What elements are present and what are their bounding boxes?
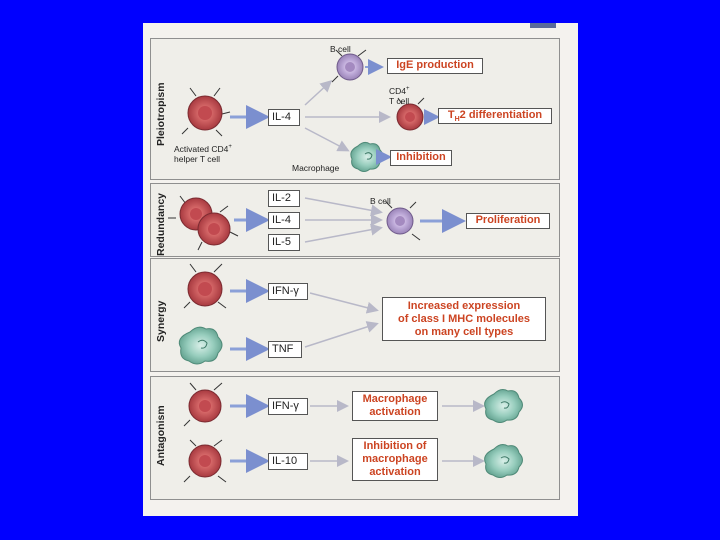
cytokine-il4-pleio: IL-4 [268, 109, 300, 126]
outcome-line-3: on many cell types [414, 326, 514, 338]
cytokine-il4-redundancy: IL-4 [268, 212, 300, 229]
cytokine-tnf: TNF [268, 341, 302, 358]
outcome-proliferation: Proliferation [466, 213, 550, 229]
outcome-inhibition-macrophage-activation: Inhibition of macrophage activation [352, 438, 438, 481]
cytokine-il5: IL-5 [268, 234, 300, 251]
outcome-ige-production: IgE production [387, 58, 483, 74]
outcome-line-2: activation [369, 406, 421, 418]
cytokine-il10: IL-10 [268, 453, 308, 470]
panel-title-redundancy: Redundancy [155, 192, 167, 256]
outcome-line-1: Increased expression [407, 300, 521, 312]
cytokine-ifn-gamma-antagonism: IFN-γ [268, 398, 308, 415]
corner-tab [530, 23, 556, 28]
outcome-line-2: macrophage [362, 453, 428, 465]
panel-title-synergy: Synergy [155, 300, 167, 342]
outcome-line-1: Inhibition of [363, 440, 427, 452]
outcome-line-2: of class I MHC molecules [397, 313, 531, 325]
outcome-increased-mhc-expression: Increased expression of class I MHC mole… [382, 297, 546, 341]
panel-title-pleiotropism: Pleiotropism [155, 82, 167, 146]
outcome-th2-differentiation: TH2 differentiation [438, 108, 552, 124]
cytokine-ifn-gamma-synergy: IFN-γ [268, 283, 308, 300]
activated-helper-label: Activated CD4+helper T cell [174, 143, 232, 164]
cd4-t-cell-label: CD4+T cell [389, 85, 410, 106]
outcome-macrophage-activation: Macrophage activation [352, 391, 438, 421]
outcome-line-3: activation [369, 466, 421, 478]
macrophage-label: Macrophage [292, 163, 340, 173]
outcome-inhibition: Inhibition [390, 150, 452, 166]
b-cell-label: B cell [330, 44, 351, 54]
cytokine-il2: IL-2 [268, 190, 300, 207]
outcome-line-1: Macrophage [362, 393, 428, 405]
b-cell-label-redundancy: B cell [370, 196, 391, 206]
panel-title-antagonism: Antagonism [155, 405, 167, 466]
